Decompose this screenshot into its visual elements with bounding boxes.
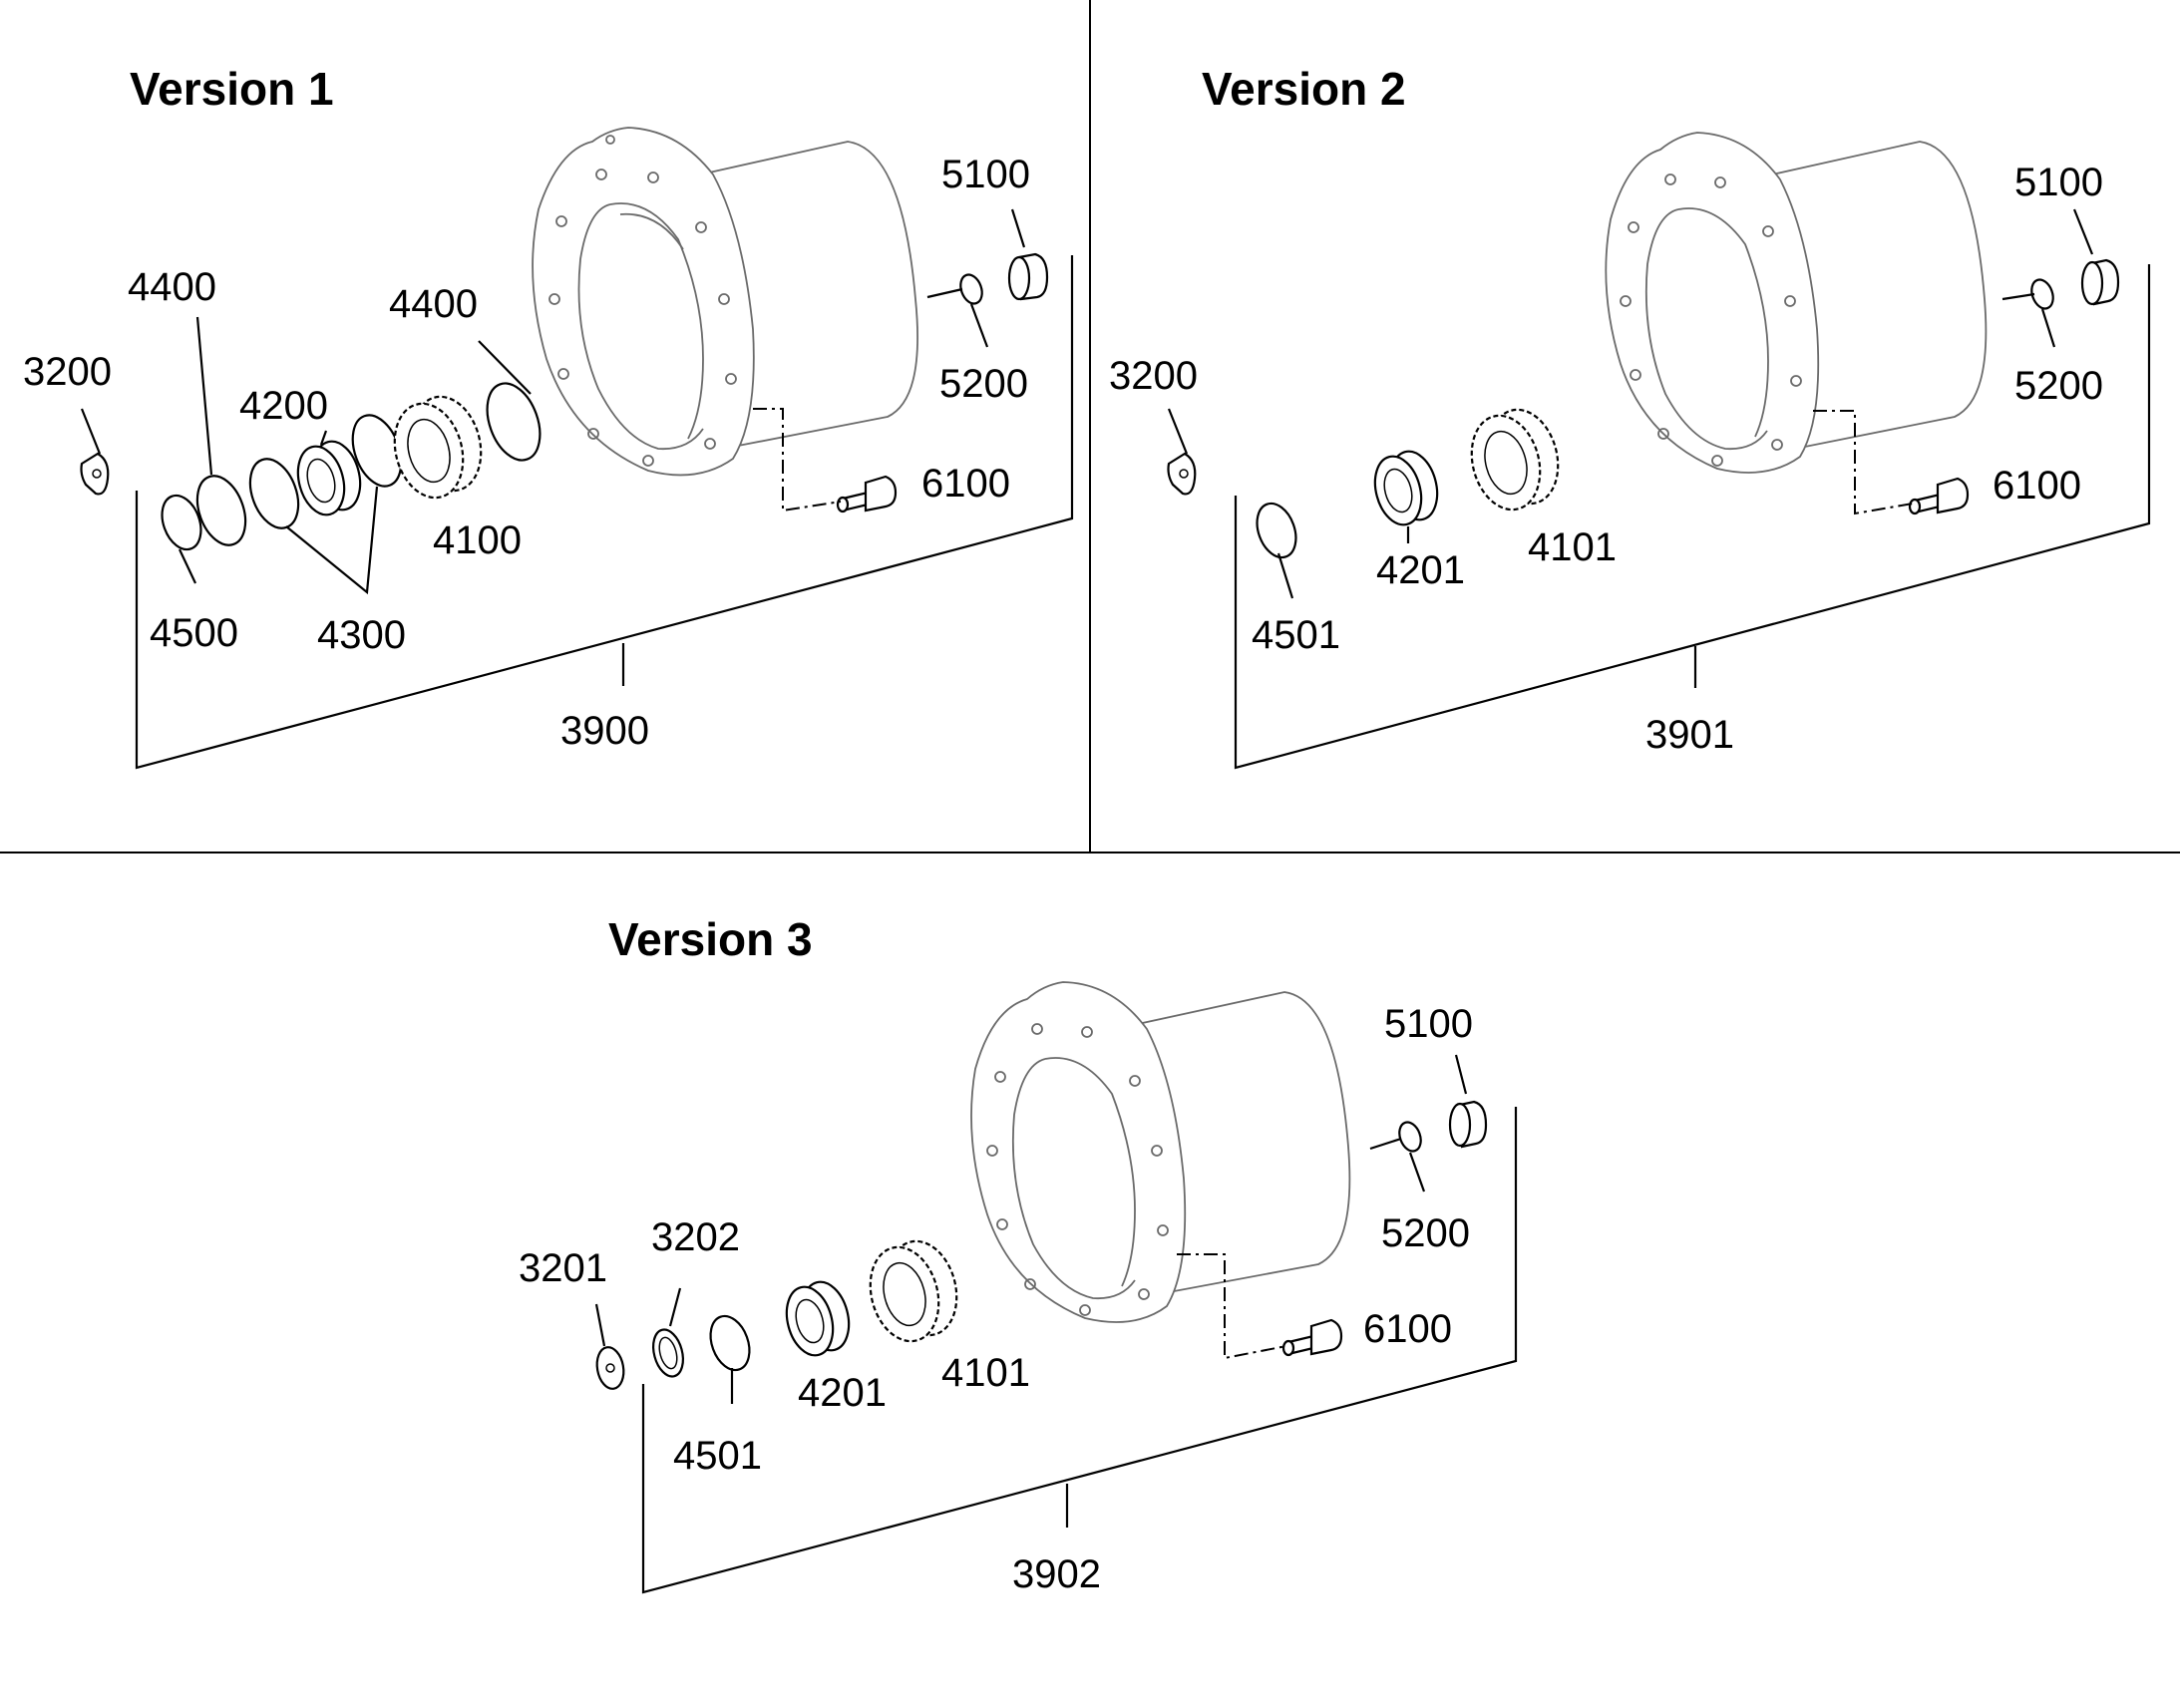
ring-4400-right-icon — [486, 382, 542, 462]
washer-icon — [80, 452, 110, 496]
horizontal-divider — [0, 852, 2180, 854]
gear-4101-icon — [869, 1239, 958, 1343]
callout-6100: 6100 — [1363, 1307, 1452, 1351]
callout-4201: 4201 — [798, 1371, 887, 1415]
gear-4101-icon — [1470, 408, 1560, 512]
version-3-panel: 3201 3202 4501 4201 4101 5100 5200 6100 … — [519, 981, 1518, 1596]
version-3-title: Version 3 — [608, 913, 813, 965]
callout-4101: 4101 — [1528, 525, 1617, 569]
snap-ring-4500-icon — [161, 494, 202, 551]
version-1-title: Version 1 — [130, 63, 334, 115]
callout-5100: 5100 — [2014, 161, 2103, 204]
snap-ring-4501-icon — [1256, 502, 1297, 559]
screw-6100-icon — [836, 475, 898, 513]
plug-5100-icon — [1007, 252, 1049, 301]
callout-3200: 3200 — [23, 350, 112, 394]
callout-4201: 4201 — [1376, 548, 1465, 592]
callout-3201: 3201 — [519, 1246, 607, 1290]
o-ring-5200-icon — [959, 273, 983, 305]
version-1-panel: 3200 4400 4200 4400 4100 4500 4300 5100 … — [23, 127, 1074, 770]
callout-3202: 3202 — [651, 1215, 740, 1259]
bearing-4201-icon — [1373, 450, 1439, 526]
ring-4300-left-icon — [248, 458, 300, 529]
version-3-hub — [970, 981, 1351, 1323]
screw-6100-icon — [1908, 477, 1970, 515]
vertical-divider — [1089, 0, 1091, 854]
version-2-panel: 3200 4501 4201 4101 5100 5200 6100 3901 — [1109, 132, 2151, 770]
ring-3202-icon — [652, 1328, 684, 1378]
o-ring-5200-icon — [1398, 1121, 1422, 1153]
callout-3902: 3902 — [1012, 1552, 1101, 1596]
callout-4500: 4500 — [150, 611, 238, 655]
callout-3901: 3901 — [1645, 713, 1734, 757]
ring-4400-icon — [195, 475, 247, 546]
version-2-hub — [1605, 132, 1988, 474]
callout-6100: 6100 — [921, 462, 1010, 506]
callout-3900: 3900 — [560, 709, 649, 753]
callout-4101: 4101 — [941, 1351, 1030, 1395]
version-1-hub — [532, 127, 918, 477]
callout-5100: 5100 — [1384, 1002, 1473, 1046]
washer-icon — [1167, 452, 1197, 496]
plug-5100-icon — [1448, 1100, 1488, 1149]
callout-5200: 5200 — [939, 362, 1028, 406]
version-2-title: Version 2 — [1202, 63, 1406, 115]
callout-5100: 5100 — [941, 153, 1030, 196]
o-ring-5200-icon — [2030, 278, 2054, 310]
callout-5200: 5200 — [1381, 1211, 1470, 1255]
callout-4501: 4501 — [673, 1434, 762, 1478]
callout-4200: 4200 — [239, 384, 328, 428]
screw-6100-icon — [1281, 1318, 1343, 1357]
callout-6100: 6100 — [1993, 464, 2081, 508]
callout-3200: 3200 — [1109, 354, 1198, 398]
bearing-4200-icon — [296, 440, 362, 516]
bearing-4201-icon — [785, 1280, 851, 1357]
callout-5200: 5200 — [2014, 364, 2103, 408]
gear-4100-icon — [393, 395, 483, 500]
callout-4501: 4501 — [1252, 613, 1340, 657]
callout-4400-right: 4400 — [389, 282, 478, 326]
callout-4100: 4100 — [433, 518, 522, 562]
plug-5100-icon — [2080, 258, 2120, 306]
callout-4300: 4300 — [317, 613, 406, 657]
washer-3201-icon — [595, 1346, 625, 1390]
snap-ring-4501-icon — [709, 1314, 751, 1372]
callout-4400-left: 4400 — [128, 265, 216, 309]
